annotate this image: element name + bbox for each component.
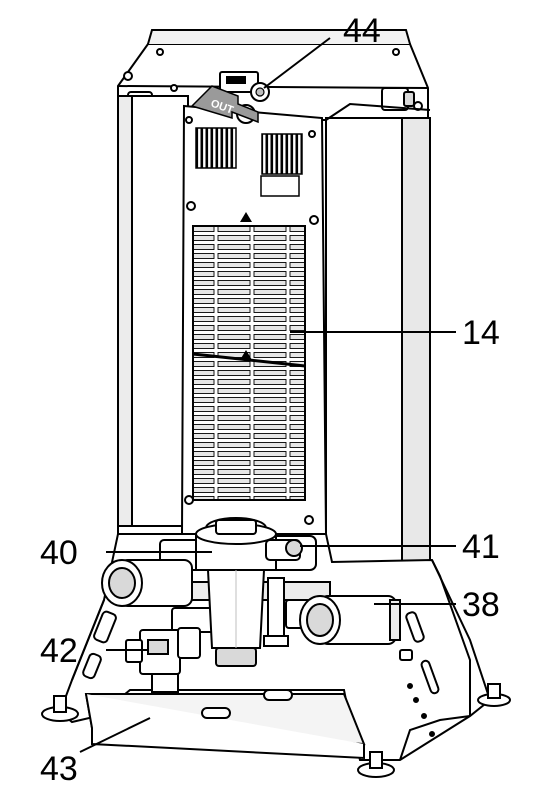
right-desiccant-column xyxy=(325,102,431,571)
leader-44 xyxy=(263,37,331,89)
louvered-cooler-grille xyxy=(192,212,306,501)
callout-41: 41 xyxy=(462,528,500,566)
leveling-feet xyxy=(41,683,511,778)
callout-42: 42 xyxy=(40,632,78,670)
outlet-arrow-icon xyxy=(190,85,259,124)
filter-housing xyxy=(195,517,277,667)
right-silencer xyxy=(299,595,401,645)
callout-38: 38 xyxy=(462,586,500,624)
callout-14: 14 xyxy=(462,314,500,352)
bottom-tray xyxy=(84,689,366,760)
leader-43 xyxy=(79,717,151,753)
leader-lines xyxy=(79,37,456,753)
callout-44: 44 xyxy=(343,12,381,50)
upper-vent-grilles xyxy=(195,127,303,197)
solenoid-valve xyxy=(125,627,201,693)
left-desiccant-column xyxy=(117,95,189,539)
callout-43: 43 xyxy=(40,750,78,788)
callout-40: 40 xyxy=(40,534,78,572)
elbow-fitting xyxy=(265,539,303,561)
outlet-fitting: OUT xyxy=(190,71,270,124)
left-silencer xyxy=(101,559,193,607)
